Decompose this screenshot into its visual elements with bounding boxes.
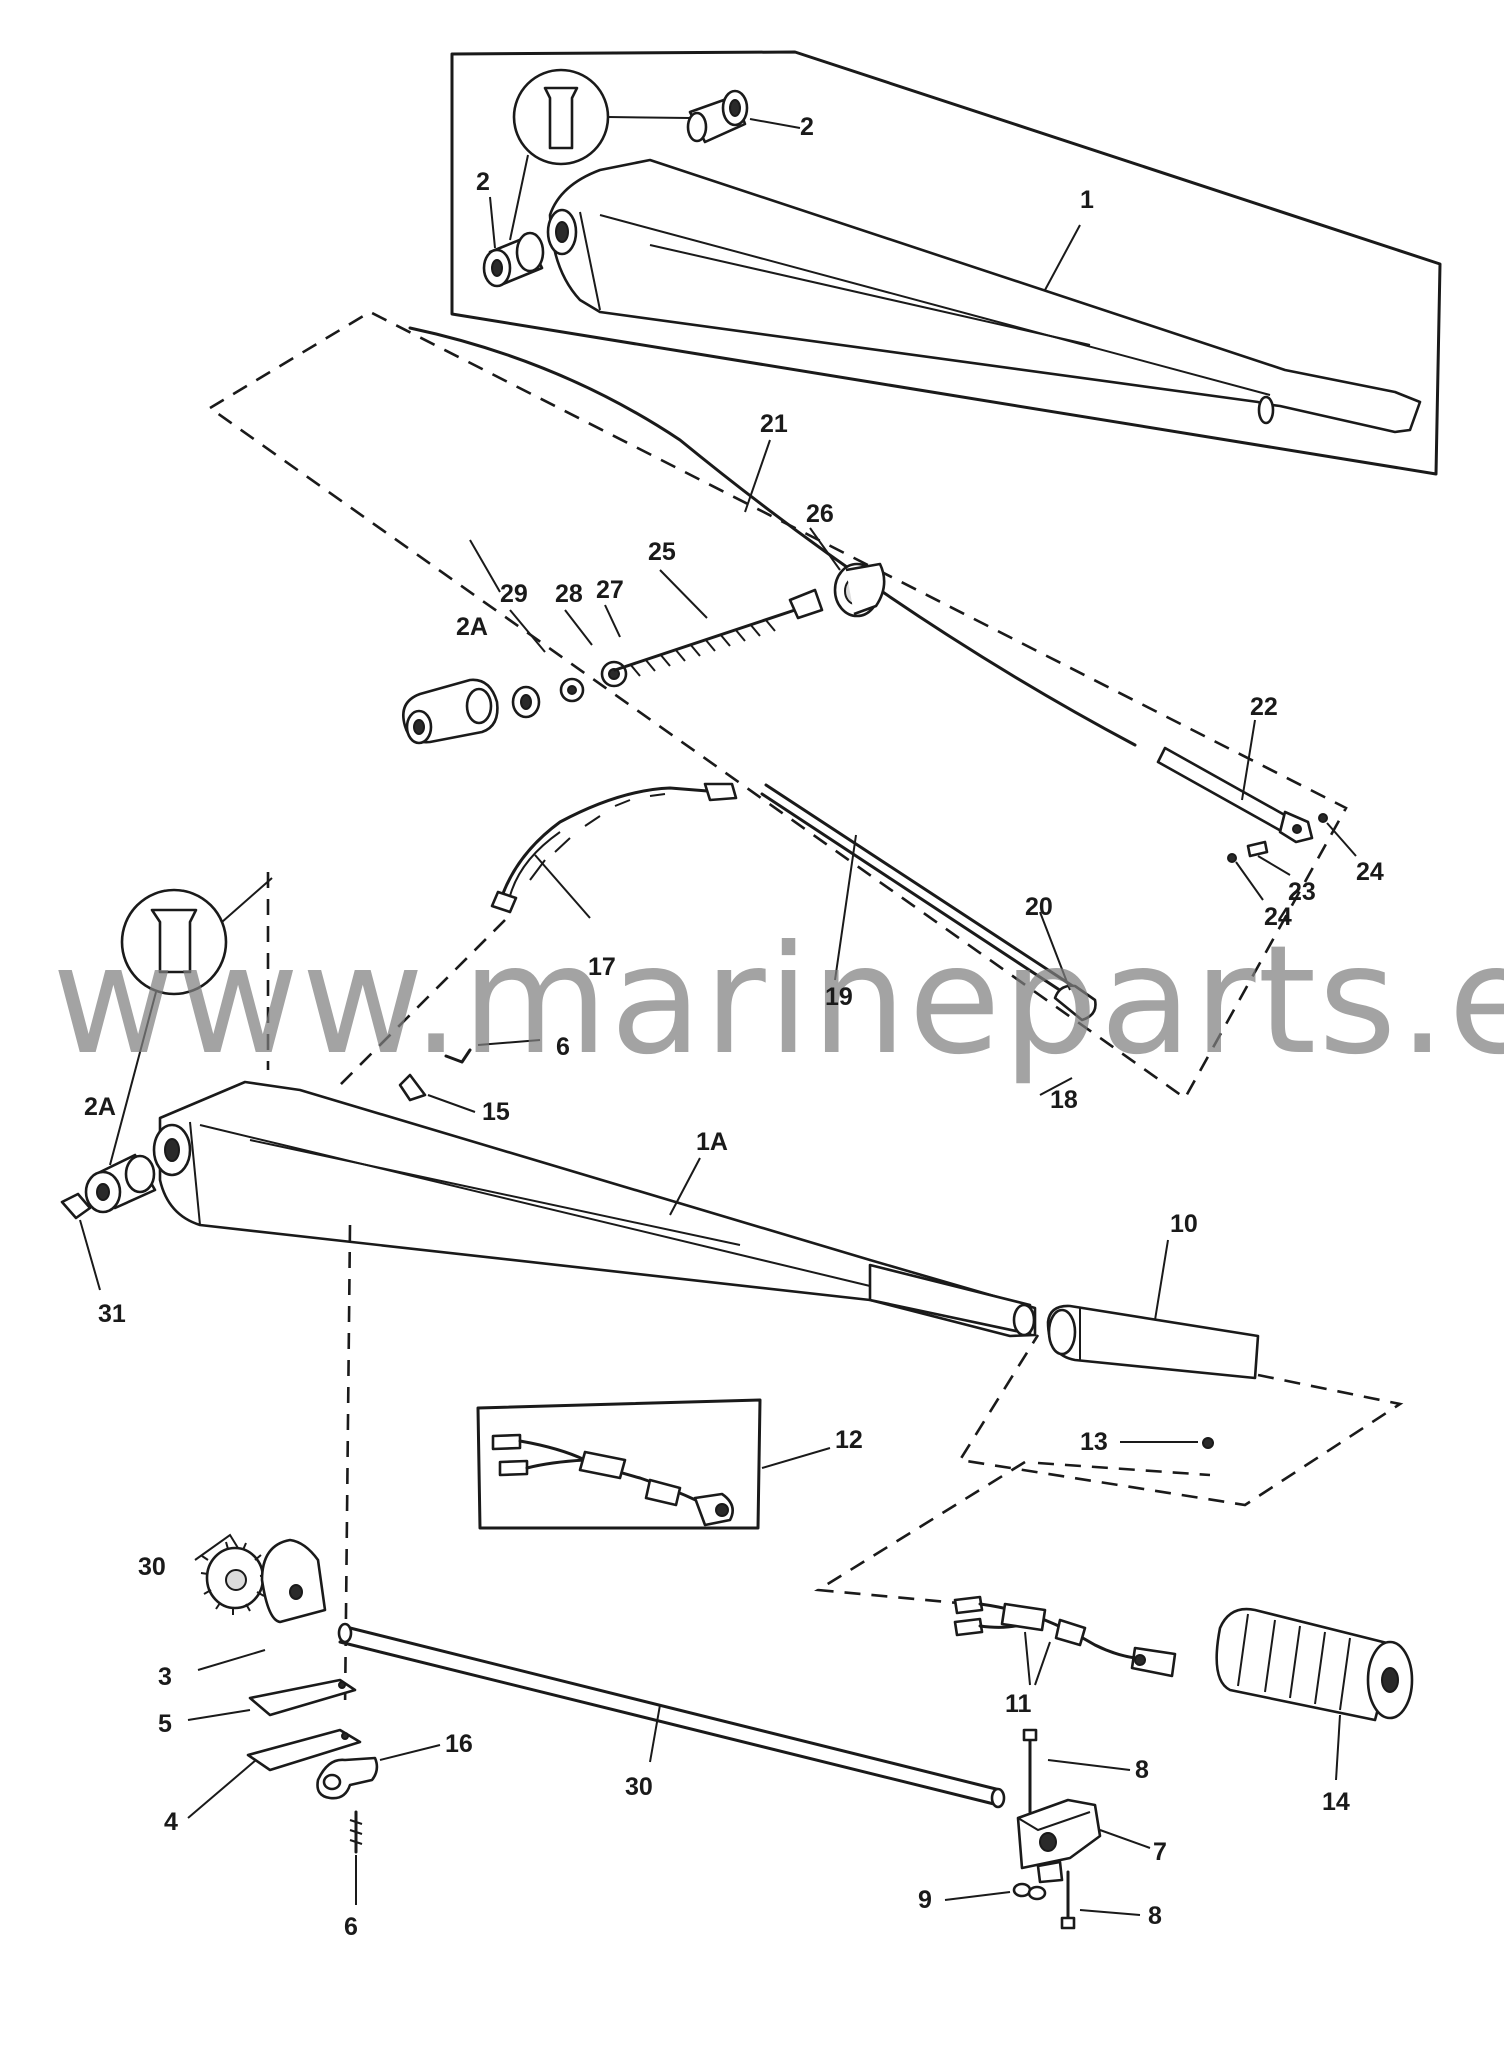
pivot-bolt-assembly	[402, 527, 886, 745]
callout-8-upper: 8	[1135, 1756, 1149, 1784]
wiring-harness-12	[476, 1398, 831, 1530]
stop-switch-11	[953, 1595, 1177, 1686]
control-rod-19	[760, 783, 1097, 1096]
callout-26: 26	[806, 500, 834, 528]
top-panel	[450, 50, 1442, 476]
gear-30	[194, 1533, 269, 1615]
tiller-handle-1A	[152, 1080, 1037, 1338]
bushing-2-lower	[482, 231, 545, 288]
callout-13: 13	[1080, 1428, 1108, 1456]
plate-5	[248, 1678, 357, 1717]
callout-6-lower: 6	[344, 1913, 358, 1941]
callout-1: 1	[1080, 186, 1094, 214]
callout-27: 27	[596, 576, 624, 604]
bushing-detail-circle-top	[512, 68, 610, 166]
callout-17: 17	[588, 953, 616, 981]
callout-12: 12	[835, 1426, 863, 1454]
callout-18: 18	[1050, 1086, 1078, 1114]
callout-labels: 1 2 2 21 22 23 24 24 26 25 27 28 29 2A 1…	[84, 113, 1384, 1941]
callout-5: 5	[158, 1710, 172, 1738]
callout-28: 28	[555, 580, 583, 608]
screw-8-top	[1022, 1728, 1131, 1814]
block-7	[1016, 1798, 1151, 1884]
callout-2A-lower: 2A	[84, 1093, 116, 1121]
callout-2A-upper: 2A	[456, 613, 488, 641]
callout-8-lower: 8	[1148, 1902, 1162, 1930]
callout-11: 11	[1005, 1690, 1032, 1718]
callout-15: 15	[482, 1098, 510, 1126]
callout-2-upper: 2	[800, 113, 814, 141]
callout-30-upper: 30	[138, 1553, 166, 1581]
screw-6-and-clip-15	[398, 1039, 541, 1113]
throttle-cable-group	[209, 310, 1357, 1100]
cable-21	[408, 326, 1137, 747]
callout-23: 23	[1288, 878, 1316, 906]
nut-31	[60, 1192, 92, 1220]
bushing-26	[833, 562, 886, 618]
callout-24-lower: 24	[1264, 903, 1292, 931]
plate-4	[246, 1728, 362, 1772]
watermark-text: www.marineparts.eu	[52, 914, 1504, 1088]
callout-6-upper: 6	[556, 1033, 570, 1061]
screw-24	[1227, 853, 1237, 863]
callout-22: 22	[1250, 693, 1278, 721]
callout-30-lower: 30	[625, 1773, 653, 1801]
cam-3	[197, 1538, 327, 1671]
twist-grip-10	[1046, 1239, 1260, 1380]
bushing-2-upper	[686, 89, 749, 144]
callout-29: 29	[500, 580, 528, 608]
stop-switch-wire-17	[490, 782, 738, 919]
callout-21: 21	[760, 410, 788, 438]
callout-20: 20	[1025, 893, 1053, 921]
callout-1A: 1A	[696, 1128, 728, 1156]
callout-3: 3	[158, 1663, 172, 1691]
callout-2-lower: 2	[476, 168, 490, 196]
callout-7: 7	[1153, 1838, 1167, 1866]
callout-4: 4	[164, 1808, 178, 1836]
callout-24-right: 24	[1356, 858, 1384, 886]
rod-30	[337, 1622, 1006, 1809]
top-panel-frame	[450, 50, 1442, 476]
bolt-25	[613, 588, 824, 677]
callout-9: 9	[918, 1886, 932, 1914]
screw-8-bottom	[1060, 1870, 1141, 1930]
bushing-18	[1053, 984, 1097, 1022]
nut-9	[944, 1882, 1047, 1901]
callout-14: 14	[1322, 1788, 1350, 1816]
callout-25: 25	[648, 538, 676, 566]
throttle-shaft-22	[1156, 746, 1314, 844]
grip-14	[1215, 1607, 1414, 1781]
bushing-2A-lower	[84, 1153, 157, 1214]
callout-16: 16	[445, 1730, 473, 1758]
callout-10: 10	[1170, 1210, 1198, 1238]
screw-13	[1202, 1437, 1214, 1449]
tiller-handle-1	[546, 158, 1422, 434]
bushing-detail-circle-bottom	[109, 877, 273, 1166]
clamp-16	[316, 1756, 379, 1800]
callout-31: 31	[98, 1300, 126, 1328]
callout-19: 19	[825, 983, 853, 1011]
pin-23	[1246, 840, 1269, 858]
